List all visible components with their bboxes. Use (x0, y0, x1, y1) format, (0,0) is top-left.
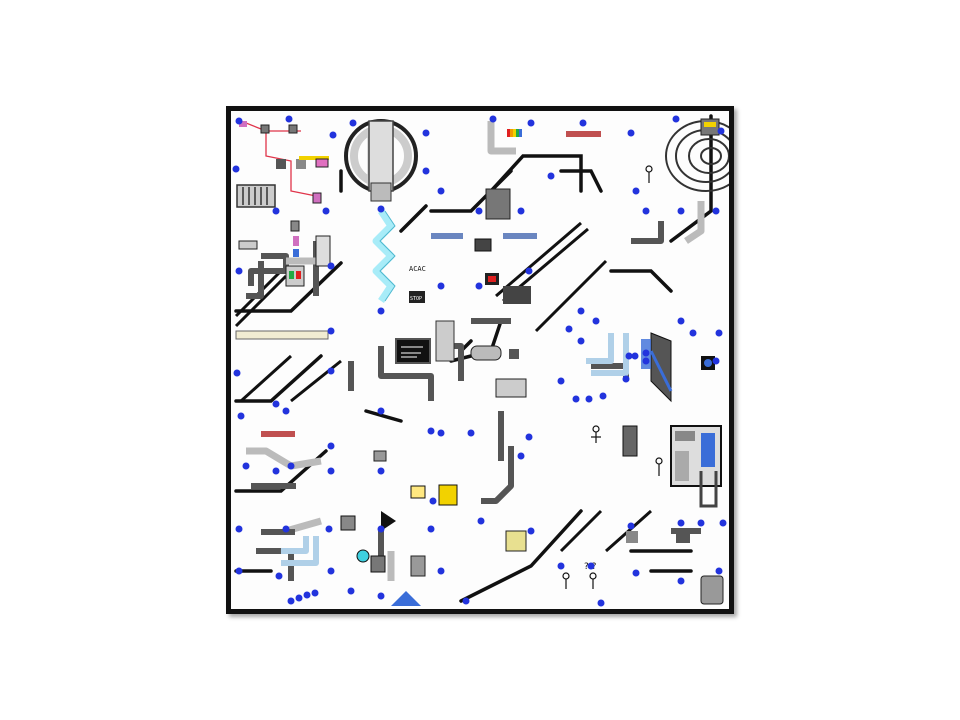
puzzle-board[interactable]: ? ? ACAC STOP (226, 106, 734, 614)
gauge-label: ACAC (409, 265, 426, 273)
loop-track (344, 119, 418, 202)
machine-parts (235, 118, 724, 606)
rail-tracks (234, 114, 713, 603)
water-stream-outline (379, 210, 396, 302)
machine-playfield[interactable]: ? ? ACAC STOP (231, 111, 729, 609)
water-stream (372, 209, 395, 303)
stop-sign-icon[interactable] (409, 291, 425, 303)
stick-figures (562, 165, 663, 589)
connector-pins[interactable] (232, 115, 727, 607)
blue-tubes (281, 333, 629, 566)
stop-sign-label: STOP (410, 296, 422, 302)
